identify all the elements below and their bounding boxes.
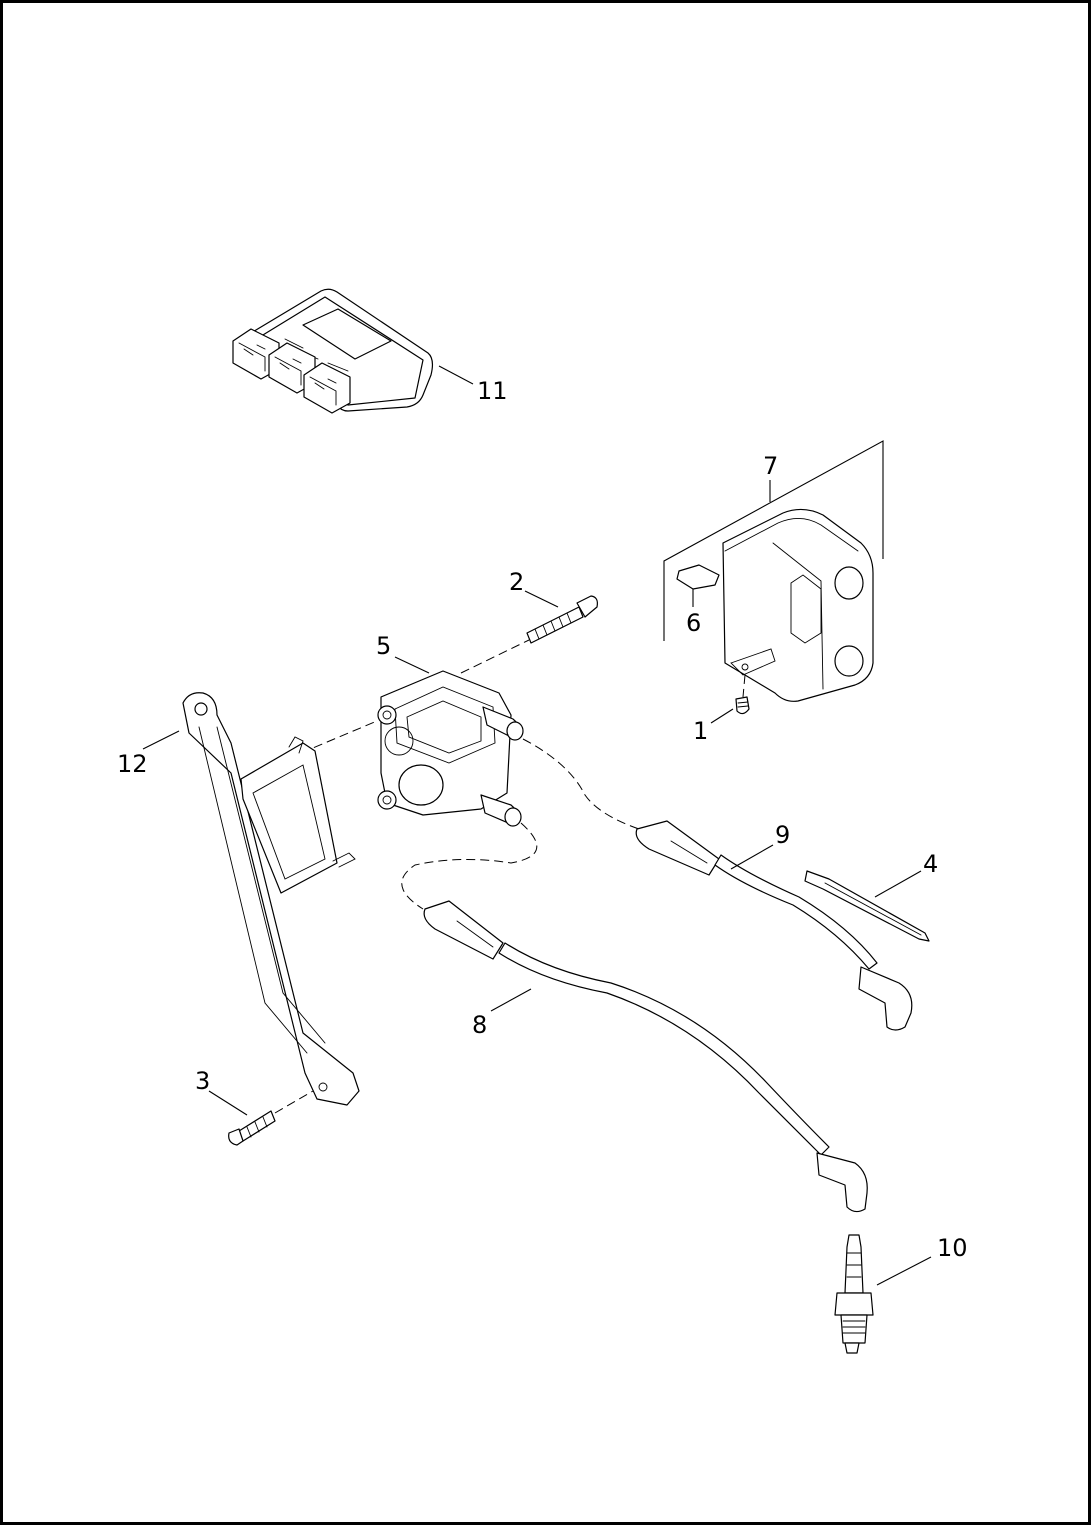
callout-12: 12 [117,750,148,778]
screw-part-1 [735,674,750,715]
leader-line-1 [710,708,734,724]
bolt-path-2 [460,639,530,674]
callout-4: 4 [923,850,938,878]
callout-5: 5 [376,632,391,660]
leader-line-10 [876,1256,932,1286]
callout-3: 3 [195,1067,210,1095]
callout-8: 8 [472,1011,487,1039]
bolt-path-3 [274,1090,314,1114]
adhesive-pad-part [676,564,720,590]
callout-9: 9 [775,821,790,849]
leader-line-11 [438,365,474,385]
leader-line-8 [490,988,532,1012]
leader-line-5 [394,656,430,674]
callout-1: 1 [693,717,708,745]
bolt-part-3 [228,1110,276,1146]
leader-line-12 [142,730,180,750]
leader-line-2 [524,590,559,608]
spark-plug-wire-upper [522,738,913,1031]
coil-cover-part [722,508,874,702]
callout-2: 2 [509,568,524,596]
callout-6: 6 [686,609,701,637]
mounting-bracket-part [182,692,360,1106]
spark-plug-wire-lower [401,822,868,1213]
spark-plug-part [834,1234,874,1354]
leader-line-9 [730,844,774,870]
leader-line-3 [208,1090,248,1116]
callout-7: 7 [763,452,778,480]
ignition-coil-part [377,670,524,827]
callout-11: 11 [477,377,508,405]
kit-bracket-7 [663,440,884,641]
bolt-part-2 [526,595,598,644]
callout-10: 10 [937,1234,968,1262]
coil-mount-path [300,720,378,754]
exploded-parts-diagram: 11 7 6 1 2 [117,288,968,1354]
leader-line-4 [874,870,922,898]
cable-tie-part [804,870,930,942]
control-module-part [232,288,434,414]
